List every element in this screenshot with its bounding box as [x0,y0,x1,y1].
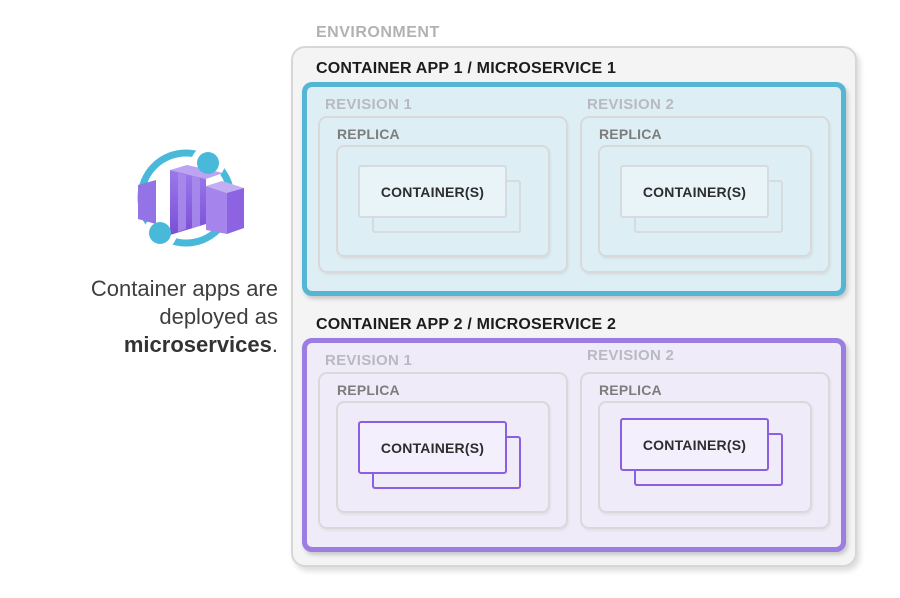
replica-box: CONTAINER(S) [598,145,812,257]
containers-label: CONTAINER(S) [642,436,747,453]
replica-label: REPLICA [337,126,400,142]
app2-revision-2: REVISION 2 REPLICA CONTAINER(S) [580,343,830,547]
revision-label: REVISION 2 [587,96,675,113]
containers-label: CONTAINER(S) [642,183,747,200]
container-app-1-box: REVISION 1 REPLICA CONTAINER(S) RE [302,82,846,296]
container-rect-front: CONTAINER(S) [620,418,769,471]
replica-label: REPLICA [599,382,662,398]
app1-revision-1: REVISION 1 REPLICA CONTAINER(S) [318,87,568,291]
container-app-2-box: REVISION 1 REPLICA CONTAINER(S) RE [302,338,846,552]
caption-suffix: . [271,332,278,357]
container-stack: CONTAINER(S) [358,165,538,237]
replica-box: CONTAINER(S) [598,401,812,513]
revision-box: REPLICA CONTAINER(S) [318,372,568,529]
container-rect-front: CONTAINER(S) [358,165,507,218]
environment-box: CONTAINER APP 1 / MICROSERVICE 1 REVISIO… [291,46,857,567]
replica-box: CONTAINER(S) [336,401,550,513]
replica-label: REPLICA [599,126,662,142]
replica-box: CONTAINER(S) [336,145,550,257]
revision-label: REVISION 2 [587,347,675,364]
app2-revision-1: REVISION 1 REPLICA CONTAINER(S) [318,343,568,547]
environment-label: ENVIRONMENT [316,24,440,41]
container-stack: CONTAINER(S) [620,418,800,490]
container-rect-front: CONTAINER(S) [358,421,507,474]
revision-label: REVISION 1 [325,96,413,113]
container-apps-icon-svg [137,146,244,250]
container-app-1-label: CONTAINER APP 1 / MICROSERVICE 1 [316,60,617,77]
container-stack: CONTAINER(S) [620,165,800,237]
revision-box: REPLICA CONTAINER(S) [318,116,568,273]
revision-box: REPLICA CONTAINER(S) [580,372,830,529]
container-app-2-label: CONTAINER APP 2 / MICROSERVICE 2 [316,316,617,333]
caption: Container apps are deployed as microserv… [8,275,278,359]
container-apps-icon [130,146,248,252]
containers-label: CONTAINER(S) [380,439,485,456]
container-stack: CONTAINER(S) [358,421,538,493]
caption-line-2: deployed as [159,304,278,329]
caption-emphasis: microservices [123,332,272,357]
revision-label: REVISION 1 [325,352,413,369]
revision-box: REPLICA CONTAINER(S) [580,116,830,273]
container-rect-front: CONTAINER(S) [620,165,769,218]
replica-label: REPLICA [337,382,400,398]
containers-label: CONTAINER(S) [380,183,485,200]
caption-line-1: Container apps are [90,276,278,301]
app1-revision-2: REVISION 2 REPLICA CONTAINER(S) [580,87,830,291]
